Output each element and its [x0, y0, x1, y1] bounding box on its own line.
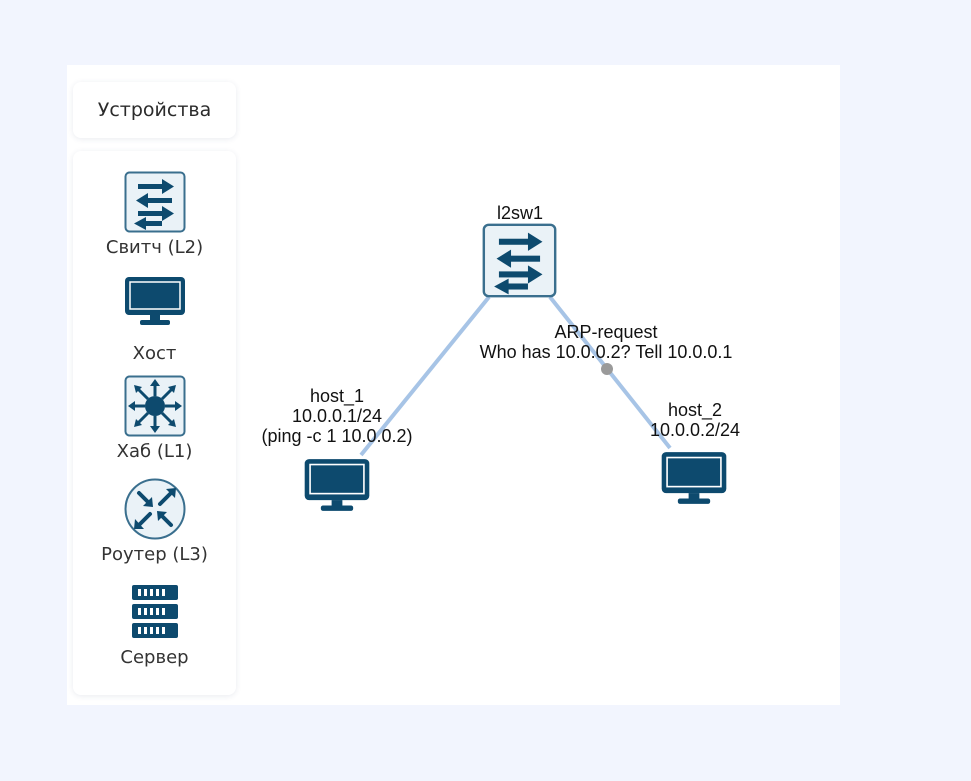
- palette-item-server[interactable]: Сервер: [73, 583, 236, 668]
- palette-item-host[interactable]: Хост: [73, 275, 236, 364]
- node-host_2[interactable]: [658, 450, 730, 511]
- device-palette: Свитч (L2) Хост: [73, 151, 236, 695]
- packet-description: Who has 10.0.0.2? Tell 10.0.0.1: [479, 342, 733, 362]
- router-icon: [124, 478, 185, 540]
- node-host_1[interactable]: [301, 457, 373, 518]
- palette-item-label: Хаб (L1): [116, 441, 193, 462]
- packet-label: ARP-request Who has 10.0.0.2? Tell 10.0.…: [446, 322, 766, 362]
- palette-item-label: Роутер (L3): [101, 544, 208, 565]
- switch-icon: [482, 223, 557, 298]
- palette-item-hub[interactable]: Хаб (L1): [73, 375, 236, 462]
- switch-icon: [124, 171, 185, 233]
- node-host_1-label: host_1 10.0.0.1/24 (ping -c 1 10.0.0.2): [237, 386, 437, 446]
- host-icon: [661, 452, 727, 504]
- server-icon: [131, 585, 178, 638]
- node-ip: 10.0.0.2/24: [649, 420, 741, 440]
- devices-panel-title: Устройства: [73, 82, 236, 138]
- packet-dot: [601, 363, 613, 375]
- devices-title-label: Устройства: [97, 99, 212, 121]
- host-icon: [124, 277, 185, 325]
- hub-icon: [124, 375, 185, 437]
- link-l2sw1-host_1[interactable]: [359, 295, 491, 457]
- palette-item-router[interactable]: Роутер (L3): [73, 478, 236, 565]
- node-name: host_1: [309, 386, 365, 406]
- node-l2sw1-label: l2sw1: [470, 203, 570, 223]
- node-ip: 10.0.0.1/24: [291, 406, 383, 426]
- node-l2sw1[interactable]: [482, 223, 557, 303]
- node-command: (ping -c 1 10.0.0.2): [261, 426, 413, 446]
- palette-item-switch[interactable]: Свитч (L2): [73, 171, 236, 258]
- palette-item-label: Свитч (L2): [105, 237, 204, 258]
- palette-item-label: Хост: [132, 343, 177, 364]
- packet-type: ARP-request: [554, 322, 658, 342]
- palette-item-label: Сервер: [120, 647, 189, 668]
- node-name: host_2: [667, 400, 723, 420]
- node-name: l2sw1: [496, 203, 544, 223]
- host-icon: [304, 459, 370, 511]
- node-host_2-label: host_2 10.0.0.2/24: [620, 400, 770, 440]
